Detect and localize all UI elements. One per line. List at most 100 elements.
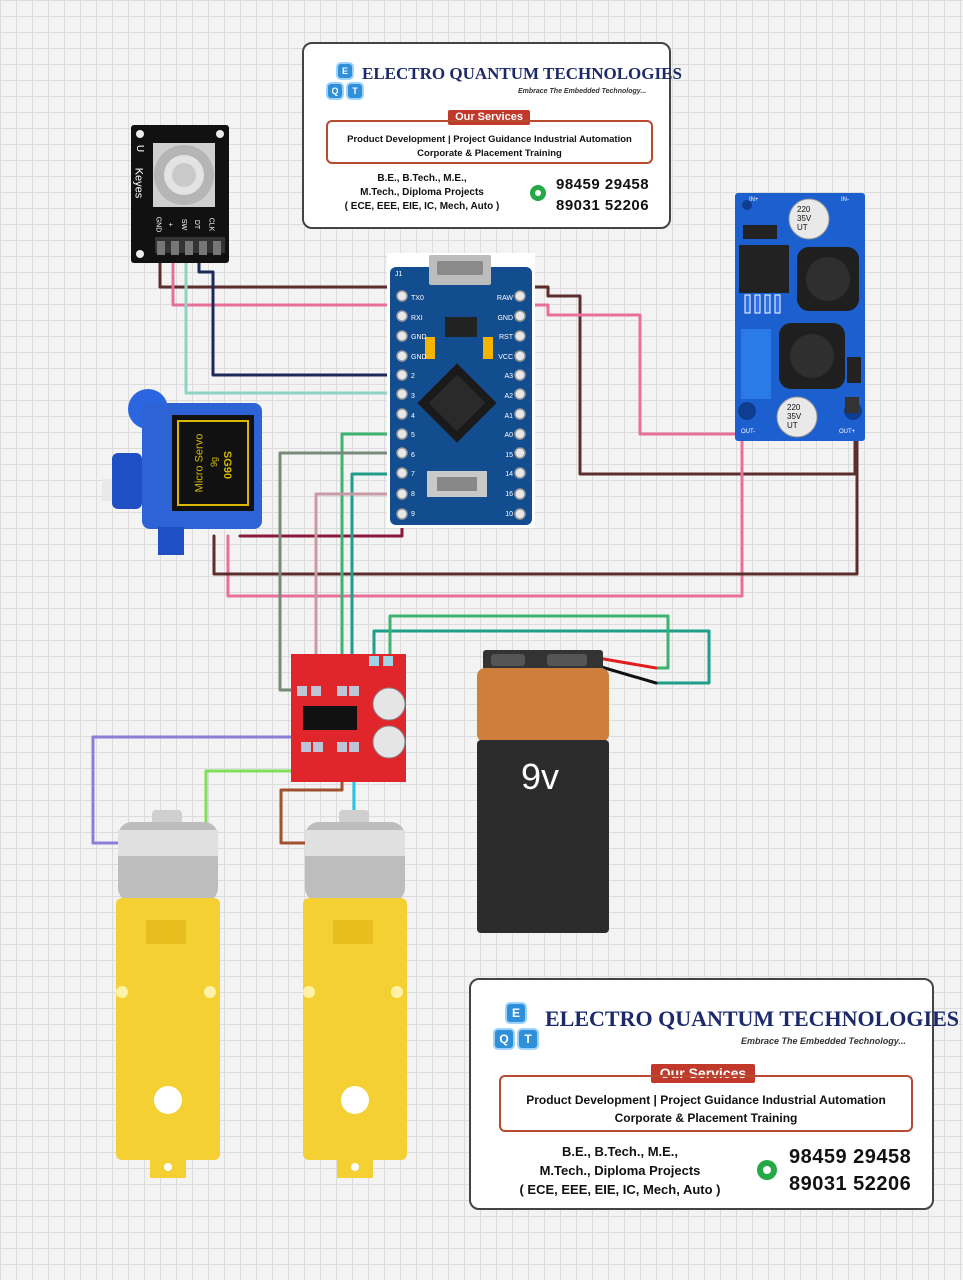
micro-servo-sg90[interactable]: Micro Servo 9g SG90 [102,387,264,555]
arduino-pin-4: 4 [411,412,415,420]
arduino-pin-3: 3 [411,392,415,400]
quals-line-3-bottom: ( ECE, EEE, EIE, IC, Mech, Auto ) [519,1182,721,1197]
arduino-pin-a0: A0 [504,432,513,440]
services-title-bottom: Our Services [651,1064,755,1083]
arduino-pin-gnd-left-2: GND [411,353,427,361]
arduino-pin-a2: A2 [504,392,513,400]
logo-letter-t-bottom: T [519,1030,537,1048]
arduino-pin-14: 14 [505,471,513,479]
arduino-pin-a3: A3 [504,373,513,381]
buck-out-minus-label: OUT- [741,429,756,435]
arduino-pin-7: 7 [411,471,415,479]
arduino-pin-8: 8 [411,490,415,498]
encoder-pin-dt: DT [193,219,201,230]
buck-cap-bottom-label: 220 35V UT [787,403,801,430]
whatsapp-icon [530,185,546,201]
buck-cap-top-label: 220 35V UT [797,205,811,232]
quals-line-3: ( ECE, EEE, EIE, IC, Mech, Auto ) [344,201,500,212]
battery-label: 9v [521,756,560,797]
buck-converter-module[interactable]: 220 35V UT 220 35V UT IN+ IN- OUT- OUT+ [735,193,865,441]
arduino-pin-rxi: RXI [411,314,423,322]
arduino-pin-tx0: TX0 [411,295,424,302]
battery-9v[interactable]: 9v [477,650,609,933]
encoder-pin-vcc: + [166,222,174,227]
arduino-pin-gnd-right: GND [497,314,513,322]
arduino-pin-5: 5 [411,432,415,440]
arduino-left-pin-labels: TX0 RXI GND GND 2 3 4 5 6 7 8 9 [411,289,431,524]
encoder-pin-labels: GND + SW DT CLK [154,215,229,237]
buck-cap-bottom-voltage: 35V [787,412,802,421]
buck-out-plus-label: OUT+ [839,429,856,435]
servo-label: Micro Servo [193,433,206,493]
servo-model: SG90 [221,450,234,480]
logo-letter-e-bottom: E [507,1004,525,1022]
company-name: ELECTRO QUANTUM TECHNOLOGIES [362,64,682,83]
buck-in-minus-label: IN- [841,197,849,203]
qualifications: B.E., B.Tech., M.E., M.Tech., Diploma Pr… [322,172,522,214]
wire-pin8-driver [314,492,404,692]
wire-encoder-dt [197,253,404,377]
quals-line-1-bottom: B.E., B.Tech., M.E., [561,1144,679,1159]
wire-pin4-driver [340,432,404,692]
services-line-2: Corporate & Placement Training [417,148,562,159]
business-card-top: E Q T ELECTRO QUANTUM TECHNOLOGIES Embra… [302,42,682,229]
wire-driver-battery-neg [388,614,670,670]
services-line-1-bottom: Product Development | Project Guidance I… [526,1093,886,1107]
wire-encoder-sw [184,253,404,395]
arduino-pin-10: 10 [505,510,513,518]
whatsapp-icon-bottom [757,1160,777,1180]
arduino-pin-6: 6 [411,451,415,459]
rotary-encoder-module[interactable]: U Keyes GND + SW DT CLK [131,125,229,265]
company-logo: E Q T [326,64,366,104]
logo-letter-t: T [348,84,362,98]
arduino-pin-rst: RST [499,334,513,342]
arduino-pro-micro[interactable]: J1 TX0 RXI GND GND 2 3 4 5 6 7 8 9 RAW G… [387,253,535,528]
quals-line-2: M.Tech., Diploma Projects [360,187,484,198]
wire-servo-signal [238,512,404,538]
phone-1-bottom: 98459 29458 [789,1146,912,1168]
encoder-pin-sw: SW [180,218,188,231]
arduino-pin-15: 15 [505,451,513,459]
wire-encoder-gnd [158,253,857,476]
dc-gear-motor-right[interactable] [293,810,417,1180]
phone-2-bottom: 89031 52206 [789,1173,912,1195]
arduino-pin-9: 9 [411,510,415,518]
wire-driver-battery-pos [372,629,711,685]
arduino-pin-vcc: VCC [498,353,513,361]
battery-lead-red [596,656,658,670]
buck-cap-top-value: 220 [797,205,811,214]
wire-pin5-driver [278,451,404,692]
phone-1: 98459 29458 [556,176,650,193]
business-card-bottom: E Q T ELECTRO QUANTUM TECHNOLOGIES Embra… [469,978,959,1210]
company-name-bottom: ELECTRO QUANTUM TECHNOLOGIES [545,1006,960,1031]
wire-pin6-driver [350,472,404,692]
company-tagline-bottom: Embrace The Embedded Technology... [741,1036,906,1046]
qualifications-bottom: B.E., B.Tech., M.E., M.Tech., Diploma Pr… [491,1142,749,1199]
encoder-side-letter: U [134,144,146,153]
motor-driver-module[interactable] [291,654,406,782]
buck-in-plus-label: IN+ [749,197,759,203]
arduino-right-pin-labels: RAW GND RST VCC A3 A2 A1 A0 15 14 16 10 [491,289,513,524]
encoder-pin-clk: CLK [207,217,215,232]
buck-cap-top-voltage: 35V [797,214,812,223]
arduino-pin-raw: RAW [496,295,513,302]
buck-cap-top-code: UT [797,223,808,232]
dc-gear-motor-left[interactable] [106,810,230,1180]
buck-cap-bottom-code: UT [787,421,798,430]
arduino-pin-a1: A1 [504,412,513,420]
services-line-2-bottom: Corporate & Placement Training [614,1111,798,1125]
services-line-1: Product Development | Project Guidance I… [347,134,632,145]
arduino-pin-16: 16 [505,490,513,498]
servo-weight: 9g [209,456,220,468]
encoder-brand-label: Keyes [132,167,145,199]
quals-line-1: B.E., B.Tech., M.E., [377,173,467,184]
services-box-bottom: Product Development | Project Guidance I… [499,1075,913,1132]
arduino-pin-gnd-left-1: GND [411,334,427,342]
phone-numbers-bottom: 98459 29458 89031 52206 [789,1144,911,1198]
phone-2: 89031 52206 [556,197,650,214]
arduino-header-label: J1 [395,271,403,278]
buck-cap-bottom-value: 220 [787,403,801,412]
logo-letter-e: E [338,64,352,78]
encoder-pin-gnd: GND [154,216,162,233]
company-tagline: Embrace The Embedded Technology... [518,88,647,95]
